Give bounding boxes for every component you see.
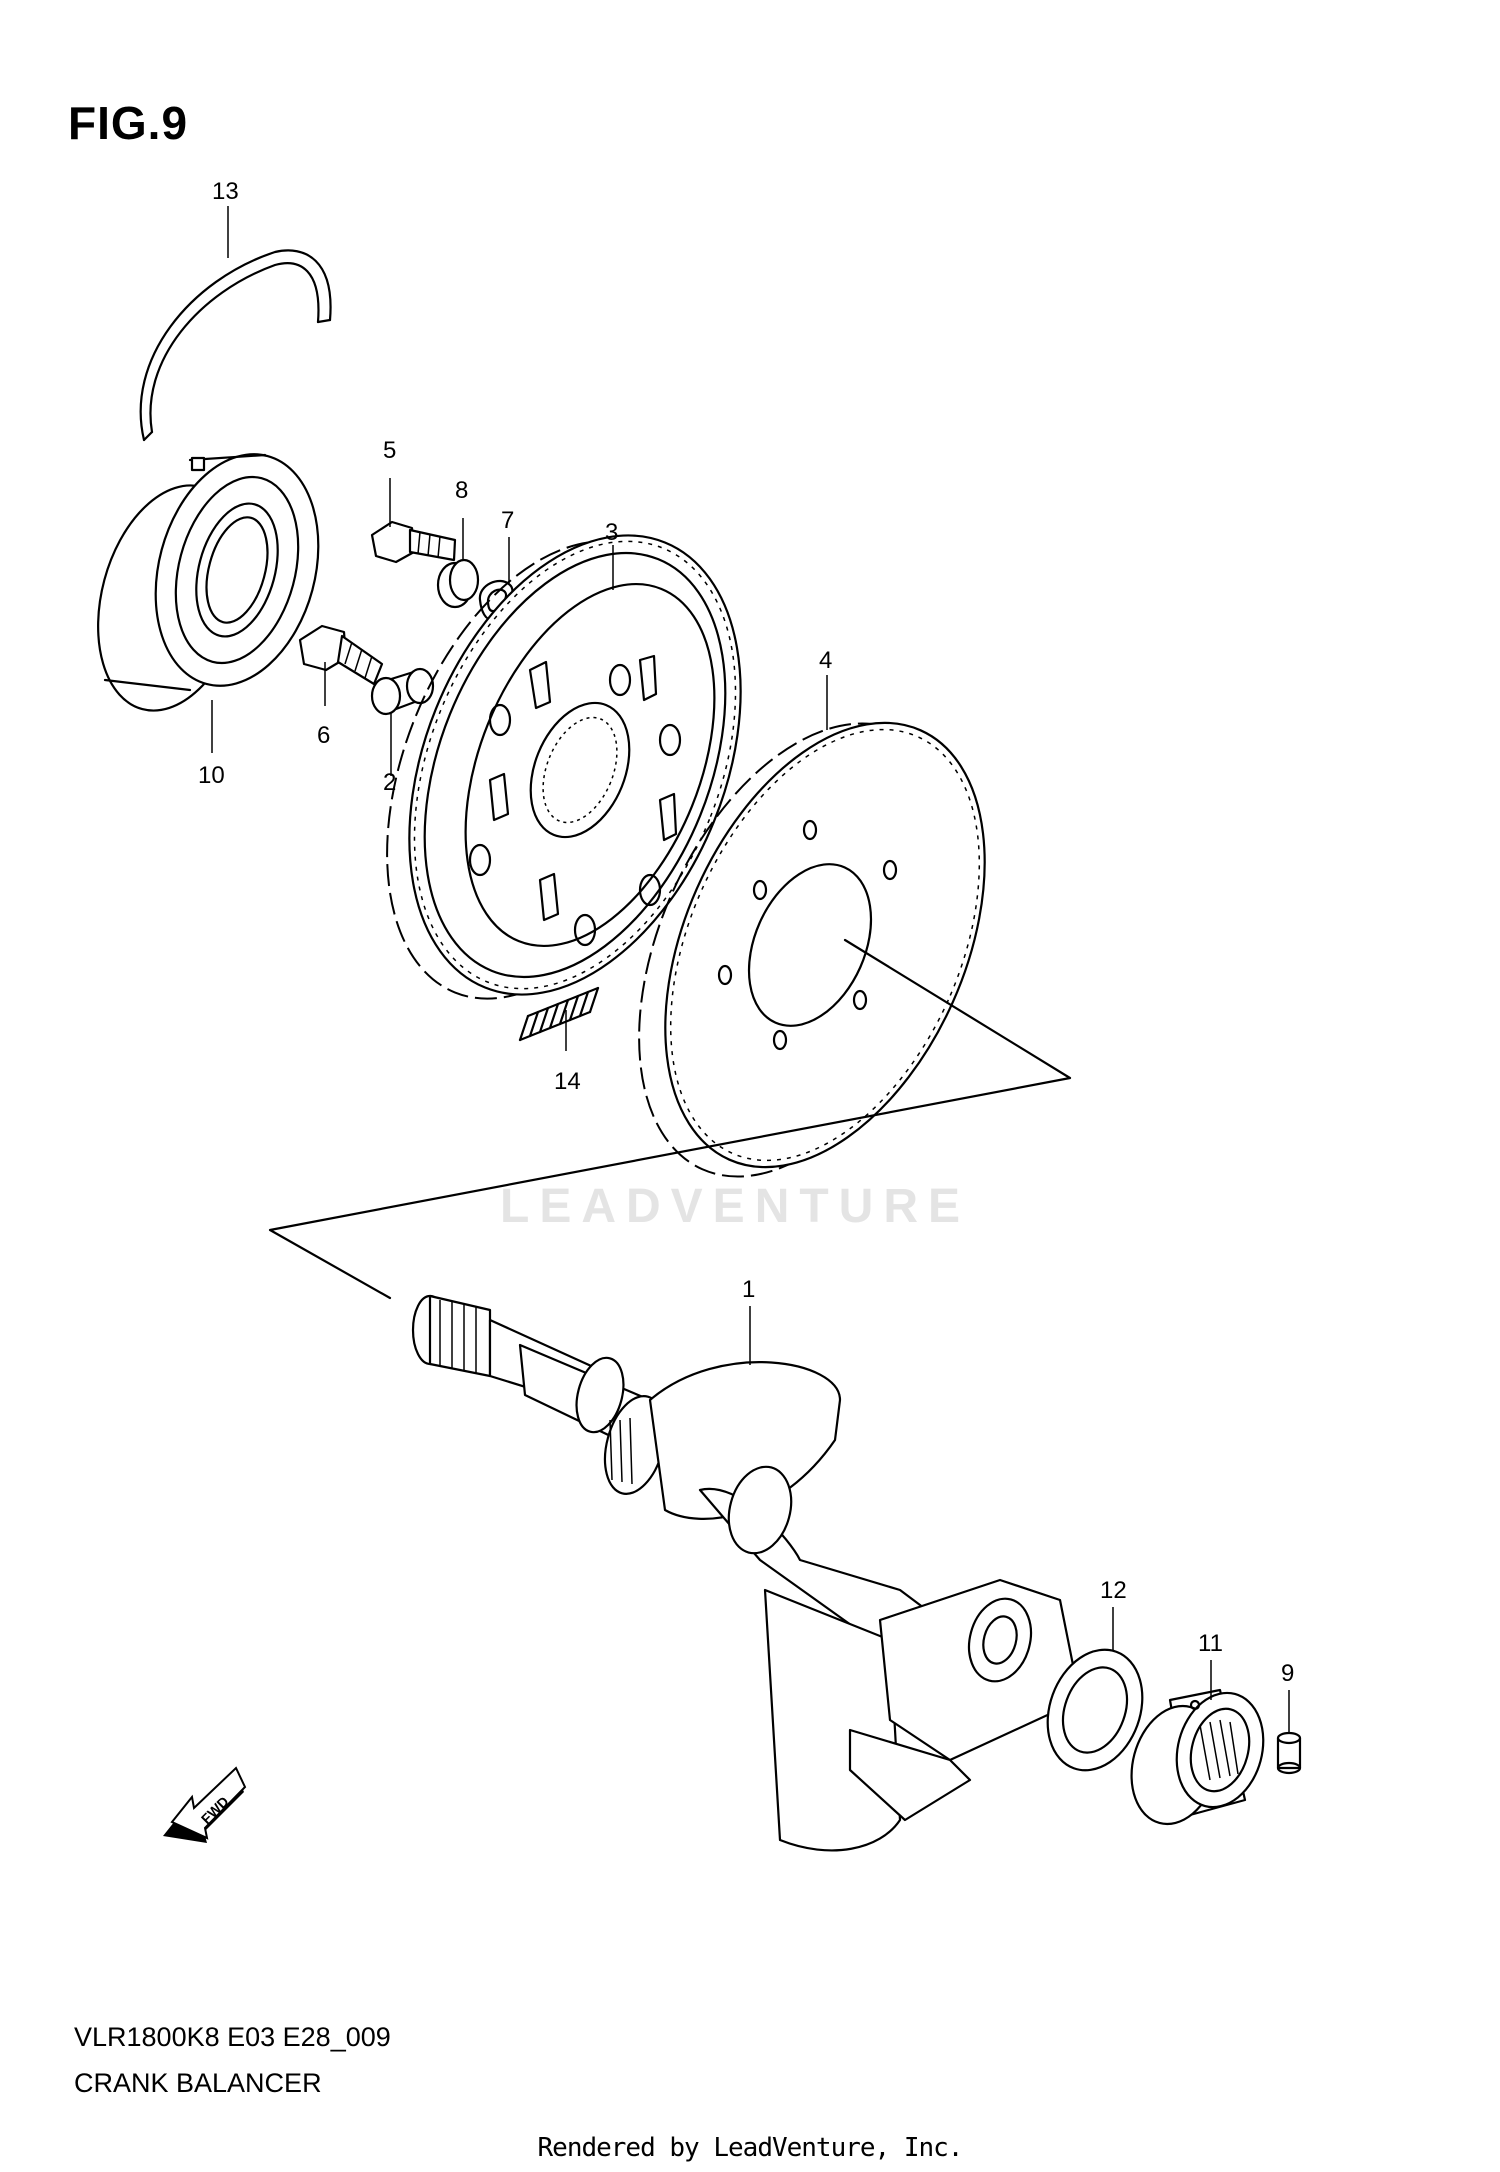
balancer-gear-4	[638, 721, 986, 1178]
callout-10: 10	[198, 762, 225, 789]
spacer-2	[370, 667, 435, 716]
callout-14: 14	[554, 1068, 581, 1095]
watermark-text: LEADVENTURE	[500, 1180, 970, 1233]
pin-9	[1276, 1731, 1302, 1775]
render-credit: Rendered by LeadVenture, Inc.	[537, 2133, 964, 2163]
callout-9: 9	[1281, 1660, 1294, 1687]
fwd-arrow-icon: FWD	[163, 1766, 247, 1843]
driven-gear-3	[386, 534, 742, 1000]
callout-12: 12	[1100, 1577, 1127, 1604]
callout-1: 1	[742, 1276, 755, 1303]
callout-8: 8	[455, 477, 468, 504]
callout-13: 13	[212, 178, 239, 205]
crankshaft-1	[411, 1294, 1082, 1852]
callout-4: 4	[819, 647, 832, 674]
callout-labels: 13 5 8 7 3 4 6 2 10 14 1 12 11 9	[198, 178, 1294, 1687]
thrust-washer-12	[1046, 1648, 1144, 1772]
callout-11: 11	[1198, 1630, 1223, 1657]
callout-6: 6	[317, 722, 330, 749]
assembly-leaders	[268, 938, 1072, 1300]
callout-2: 2	[383, 769, 396, 796]
model-code: VLR1800K8 E03 E28_009	[74, 2022, 391, 2052]
callout-5: 5	[383, 437, 396, 464]
circlip-13	[139, 249, 332, 442]
ball-bearing-10	[97, 453, 320, 712]
bolt-5	[370, 520, 457, 564]
bushing-8	[436, 558, 480, 609]
bolt-6	[298, 624, 384, 686]
figure-title: FIG.9	[68, 97, 189, 149]
needle-bearing-11	[1130, 1688, 1265, 1826]
callout-7: 7	[501, 507, 514, 534]
callout-3: 3	[605, 519, 618, 546]
callout-leaders	[211, 206, 1290, 1733]
spring-14	[518, 986, 600, 1042]
figure-name: CRANK BALANCER	[74, 2068, 322, 2098]
